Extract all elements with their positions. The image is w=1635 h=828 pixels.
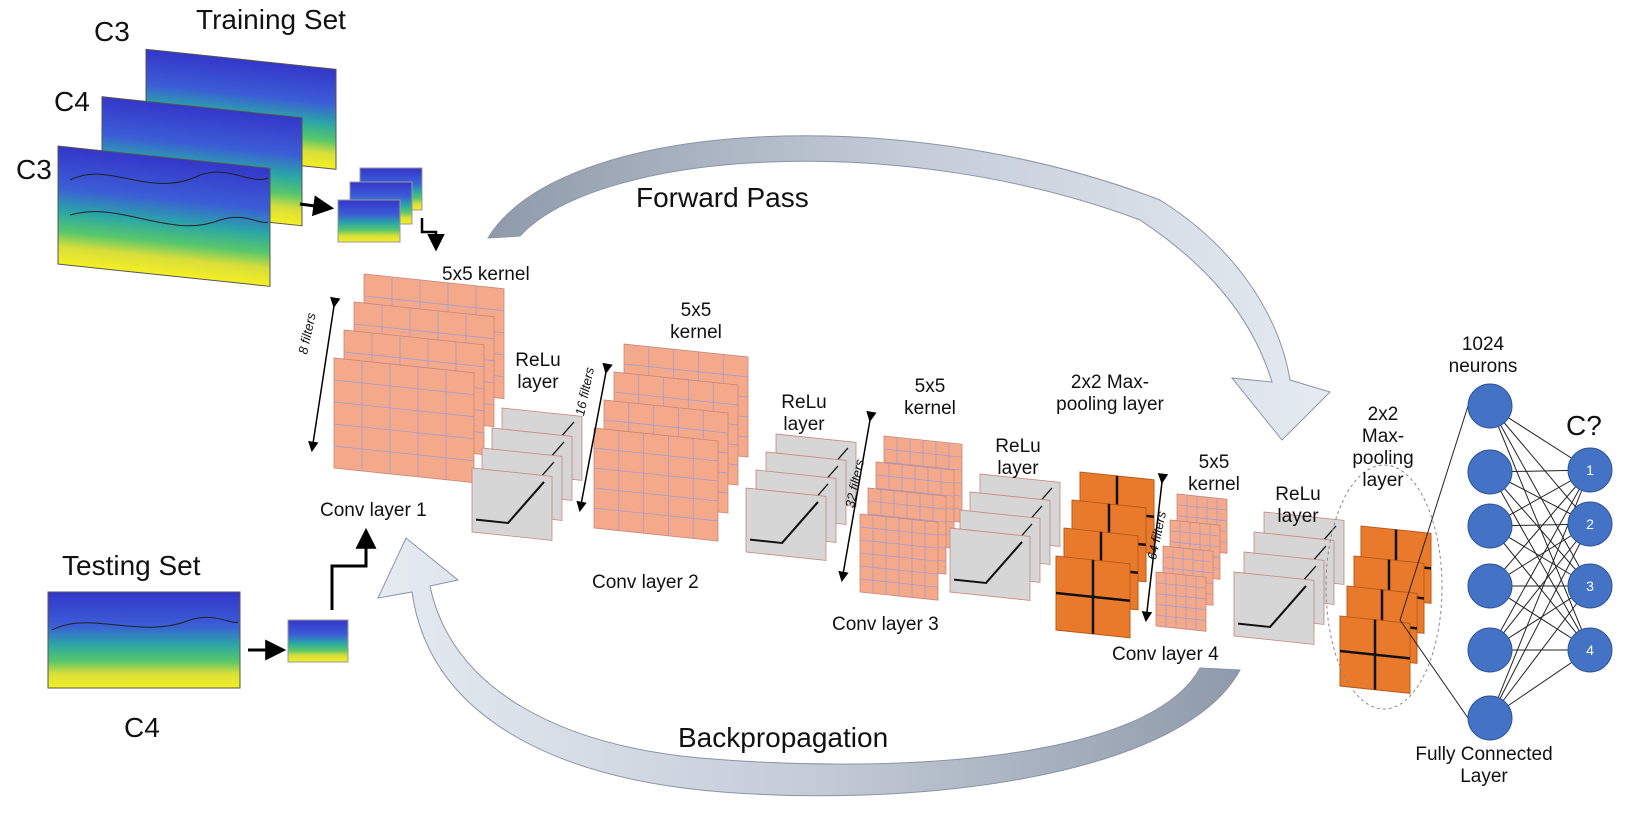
conv4-stack-panel xyxy=(1155,571,1207,632)
forward-pass-arrow xyxy=(487,135,1331,441)
hidden-neuron xyxy=(1467,563,1513,609)
output-neuron-label: 2 xyxy=(1586,516,1594,532)
hidden-neuron xyxy=(1467,627,1513,673)
relu1-name: ReLu layer xyxy=(515,350,561,393)
fc-connection xyxy=(1489,471,1591,587)
conv1-kernel-label: 5x5 kernel xyxy=(442,264,530,285)
testing-label-c4: C4 xyxy=(124,712,160,743)
conv2-name: Conv layer 2 xyxy=(592,572,699,593)
output-neuron-label: 4 xyxy=(1586,642,1594,658)
conv1-filter-arrow xyxy=(308,296,341,453)
hidden-neuron xyxy=(1467,695,1513,741)
hidden-neuron xyxy=(1467,503,1513,549)
fc-connection xyxy=(1489,469,1591,651)
pool2-name: 2x2 Max-pooling layer xyxy=(1352,404,1414,491)
pool1-stack-panel xyxy=(1055,555,1131,639)
output-title: C? xyxy=(1566,410,1602,441)
testing-set-title: Testing Set xyxy=(62,550,201,581)
output-neuron xyxy=(1567,563,1613,609)
hidden-neuron xyxy=(1467,383,1513,429)
fully-connected-label: Fully Connected Layer xyxy=(1415,744,1553,787)
conv4-name: Conv layer 4 xyxy=(1112,644,1219,665)
forward-pass-label: Forward Pass xyxy=(636,182,809,213)
output-neuron-label: 3 xyxy=(1586,578,1594,594)
relu2-name: ReLu layer xyxy=(781,392,827,435)
training-set-title: Training Set xyxy=(196,4,346,35)
fc-connection xyxy=(1489,585,1591,719)
conv2-filter-arrow xyxy=(576,362,613,513)
training-input-arrow xyxy=(299,195,335,217)
relu2-stack-panel xyxy=(745,487,827,561)
fc-connection xyxy=(1489,525,1591,651)
training-label-c4: C4 xyxy=(54,86,90,117)
conv3-name: Conv layer 3 xyxy=(832,614,939,635)
testing-map xyxy=(47,591,241,689)
fc-connection xyxy=(1489,405,1591,525)
testing-to-conv-arrow xyxy=(330,527,377,610)
pool2-dashed-outline xyxy=(1325,464,1443,710)
fc-connection xyxy=(1489,523,1591,719)
relu4-name: ReLu layer xyxy=(1275,484,1321,527)
conv1-stack-panel xyxy=(333,357,475,484)
conv2-kernel-label: 5x5 kernel xyxy=(670,300,722,343)
fc-connection xyxy=(1489,469,1591,587)
conv2-stack-panel xyxy=(593,427,719,542)
relu3-name: ReLu layer xyxy=(995,436,1041,479)
output-neuron xyxy=(1567,447,1613,493)
hidden-neuron xyxy=(1467,449,1513,495)
pool1-name: 2x2 Max-pooling layer xyxy=(1056,372,1164,415)
input-to-conv-arrow xyxy=(420,218,445,252)
backpropagation-label: Backpropagation xyxy=(678,722,889,753)
training-label-c3-front: C3 xyxy=(16,154,52,185)
conv3-filter-arrow xyxy=(838,410,877,583)
relu3-stack-panel xyxy=(949,527,1031,601)
pool-to-fc-connection xyxy=(1399,405,1469,719)
neurons-label: 1024 neurons xyxy=(1448,334,1518,377)
conv4-kernel-label: 5x5 kernel xyxy=(1188,452,1240,495)
output-neuron-label: 1 xyxy=(1586,462,1594,478)
input-sample-stack xyxy=(337,167,423,243)
testing-sample xyxy=(287,619,349,663)
conv3-kernel-label: 5x5 kernel xyxy=(904,376,956,419)
training-map-c3-front xyxy=(57,145,271,287)
backpropagation-arrow xyxy=(377,537,1241,797)
relu4-stack-panel xyxy=(1233,571,1315,645)
conv4-filter-arrow xyxy=(1141,473,1169,623)
output-neuron xyxy=(1567,627,1613,673)
conv1-name: Conv layer 1 xyxy=(320,500,427,521)
conv3-stack-panel xyxy=(859,513,939,601)
fc-connection xyxy=(1489,523,1591,651)
pool2-stack-panel xyxy=(1339,615,1411,694)
output-neuron xyxy=(1567,501,1613,547)
relu1-stack-panel xyxy=(471,467,553,541)
training-label-c3-back: C3 xyxy=(94,16,130,47)
